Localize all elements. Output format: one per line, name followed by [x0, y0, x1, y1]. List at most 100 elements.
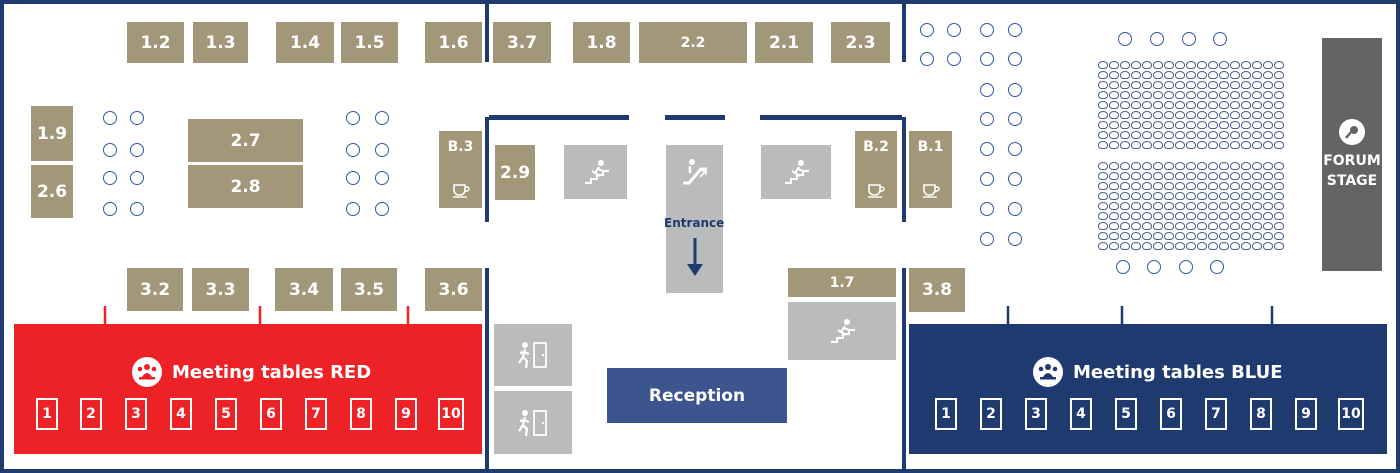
booth-1-5[interactable]: 1.5 — [341, 22, 398, 63]
audience-seat — [1164, 182, 1174, 190]
audience-seat — [1142, 172, 1152, 180]
audience-seat — [1175, 131, 1185, 139]
audience-seat — [1263, 232, 1273, 240]
audience-seat — [1098, 81, 1108, 89]
audience-seat — [1186, 121, 1196, 129]
audience-seat — [1252, 202, 1262, 210]
audience-seat — [1164, 172, 1174, 180]
meeting-table[interactable]: 3 — [125, 398, 147, 430]
meeting-table[interactable]: 9 — [395, 398, 417, 430]
round-table — [1008, 83, 1022, 97]
booth-3-4[interactable]: 3.4 — [275, 268, 333, 311]
round-table — [1008, 112, 1022, 126]
audience-seat — [1131, 71, 1141, 79]
audience-seat — [1153, 232, 1163, 240]
coffee-cup-icon — [866, 182, 886, 198]
booth-1-2[interactable]: 1.2 — [127, 22, 184, 63]
audience-seat — [1208, 202, 1218, 210]
meeting-table[interactable]: 5 — [1115, 398, 1137, 430]
audience-seat — [1098, 212, 1108, 220]
meeting-table[interactable]: 2 — [980, 398, 1002, 430]
audience-seat — [1274, 141, 1284, 149]
booth-3-2[interactable]: 3.2 — [127, 268, 183, 311]
audience-seat — [1175, 141, 1185, 149]
audience-seat — [1142, 81, 1152, 89]
meeting-table[interactable]: 4 — [1070, 398, 1092, 430]
booth-1-4[interactable]: 1.4 — [276, 22, 334, 63]
booth-3-3[interactable]: 3.3 — [192, 268, 249, 311]
cafe-b-2[interactable]: B.2 — [855, 131, 897, 208]
meeting-table[interactable]: 6 — [1160, 398, 1182, 430]
audience-seat — [1197, 212, 1207, 220]
audience-seat — [1098, 101, 1108, 109]
meeting-table[interactable]: 5 — [215, 398, 237, 430]
booth-3-6[interactable]: 3.6 — [425, 268, 482, 311]
meeting-table[interactable]: 10 — [438, 398, 464, 430]
booth-2-2[interactable]: 2.2 — [639, 22, 747, 63]
meeting-table[interactable]: 7 — [305, 398, 327, 430]
audience-seat — [1164, 212, 1174, 220]
booth-1-9[interactable]: 1.9 — [31, 106, 73, 161]
entrance-label: Entrance — [664, 216, 725, 230]
cafe-b-1[interactable]: B.1 — [909, 131, 952, 208]
round-table — [980, 83, 994, 97]
meeting-table[interactable]: 7 — [1205, 398, 1227, 430]
booth-2-7[interactable]: 2.7 — [188, 119, 303, 162]
audience-seat — [1142, 131, 1152, 139]
booth-3-8[interactable]: 3.8 — [909, 268, 965, 312]
round-table — [980, 232, 994, 246]
audience-seat — [1175, 91, 1185, 99]
audience-seat — [1219, 131, 1229, 139]
divider-left-mid — [485, 117, 489, 222]
audience-seat — [1208, 81, 1218, 89]
audience-seat — [1230, 162, 1240, 170]
booth-2-3[interactable]: 2.3 — [831, 22, 890, 63]
audience-seat — [1098, 111, 1108, 119]
audience-seat — [1098, 202, 1108, 210]
audience-seat — [1197, 172, 1207, 180]
emergency-exit-1 — [494, 324, 572, 386]
audience-seat — [1241, 101, 1251, 109]
cafe-b-3[interactable]: B.3 — [439, 131, 482, 208]
audience-seat — [1197, 202, 1207, 210]
booth-2-1[interactable]: 2.1 — [755, 22, 813, 63]
audience-seat — [1263, 101, 1273, 109]
audience-seat — [1186, 172, 1196, 180]
reception-desk[interactable]: Reception — [607, 368, 787, 423]
booth-1-3[interactable]: 1.3 — [193, 22, 248, 63]
audience-seat — [1230, 81, 1240, 89]
meeting-table[interactable]: 2 — [80, 398, 102, 430]
booth-2-8[interactable]: 2.8 — [188, 165, 303, 208]
meeting-table[interactable]: 6 — [260, 398, 282, 430]
booth-3-5[interactable]: 3.5 — [341, 268, 397, 311]
audience-seat — [1175, 101, 1185, 109]
meeting-table[interactable]: 1 — [36, 398, 58, 430]
audience-seat — [1142, 212, 1152, 220]
meeting-table[interactable]: 1 — [935, 398, 957, 430]
meeting-table[interactable]: 4 — [170, 398, 192, 430]
meeting-table[interactable]: 8 — [350, 398, 372, 430]
audience-seat — [1252, 182, 1262, 190]
meeting-table[interactable]: 8 — [1250, 398, 1272, 430]
audience-seat — [1263, 91, 1273, 99]
meeting-table[interactable]: 10 — [1338, 398, 1364, 430]
audience-seat — [1120, 202, 1130, 210]
booth-3-7[interactable]: 3.7 — [493, 22, 551, 63]
cafe-b-2-label: B.2 — [863, 139, 889, 155]
forum-stage[interactable]: FORUM STAGE — [1322, 38, 1382, 271]
meeting-table[interactable]: 3 — [1025, 398, 1047, 430]
audience-seat — [1142, 182, 1152, 190]
booth-1-8[interactable]: 1.8 — [573, 22, 630, 63]
audience-seat — [1186, 202, 1196, 210]
audience-seat — [1175, 192, 1185, 200]
audience-seat — [1230, 232, 1240, 240]
meeting-table[interactable]: 9 — [1295, 398, 1317, 430]
audience-seat — [1164, 192, 1174, 200]
audience-seat — [1208, 242, 1218, 250]
booth-2-6[interactable]: 2.6 — [31, 165, 73, 218]
booth-2-9[interactable]: 2.9 — [495, 145, 535, 200]
round-table — [1182, 32, 1196, 46]
round-table — [130, 171, 144, 185]
booth-1-7[interactable]: 1.7 — [788, 268, 896, 297]
booth-1-6[interactable]: 1.6 — [425, 22, 482, 63]
